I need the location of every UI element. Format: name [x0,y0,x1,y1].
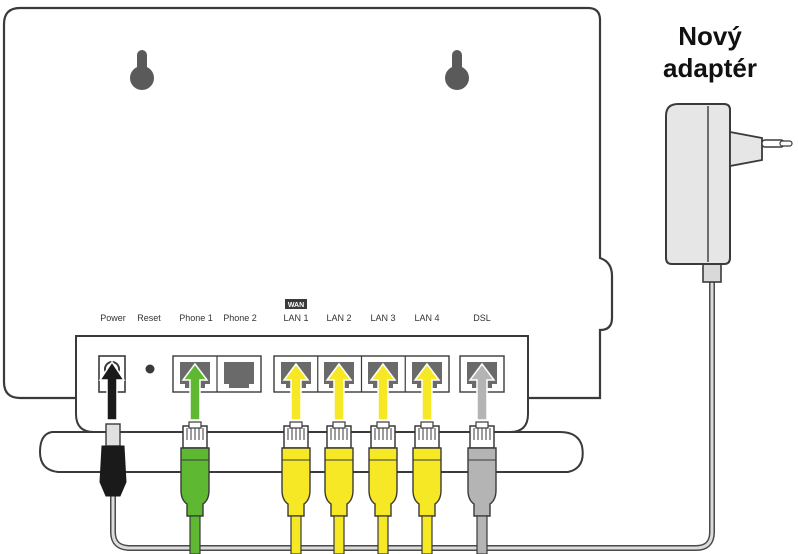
lan2-cable-connector [324,421,354,554]
reset-label: Reset [137,313,161,323]
dsl-cable-connector [467,421,497,554]
power-plug [99,423,127,497]
lan2-arrow [325,362,353,421]
phone2-socket [224,362,254,388]
lan1-arrow [282,362,310,421]
power-adapter [665,103,793,283]
lan3-arrow [369,362,397,421]
dsl-port-label: DSL [473,313,491,323]
adapter-title: Nový adaptér [630,20,790,84]
dsl-arrow [468,362,496,421]
wall-mount-hole-left [130,50,154,90]
lan4-arrow [413,362,441,421]
lan1-cable-connector [281,421,311,554]
lan2-port-label: LAN 2 [326,313,351,323]
wan-badge-label: WAN [288,302,304,309]
phone1-arrow [181,362,209,421]
power-port-label: Power [100,313,126,323]
reset-button [145,364,155,374]
phone1-cable-connector [180,421,210,554]
adapter-title-line1: Nový [678,21,742,51]
lan1-port-label: LAN 1 [283,313,308,323]
adapter-title-line2: adaptér [663,53,757,83]
wall-mount-hole-right [445,50,469,90]
phone2-port-label: Phone 2 [223,313,257,323]
lan4-port-label: LAN 4 [414,313,439,323]
phone1-port-label: Phone 1 [179,313,213,323]
wan-badge [285,299,307,309]
lan3-port-label: LAN 3 [370,313,395,323]
power-arrow [98,360,126,421]
router-stand [38,431,584,473]
lan3-cable-connector [368,421,398,554]
lan4-cable-connector [412,421,442,554]
router-body [2,6,614,400]
